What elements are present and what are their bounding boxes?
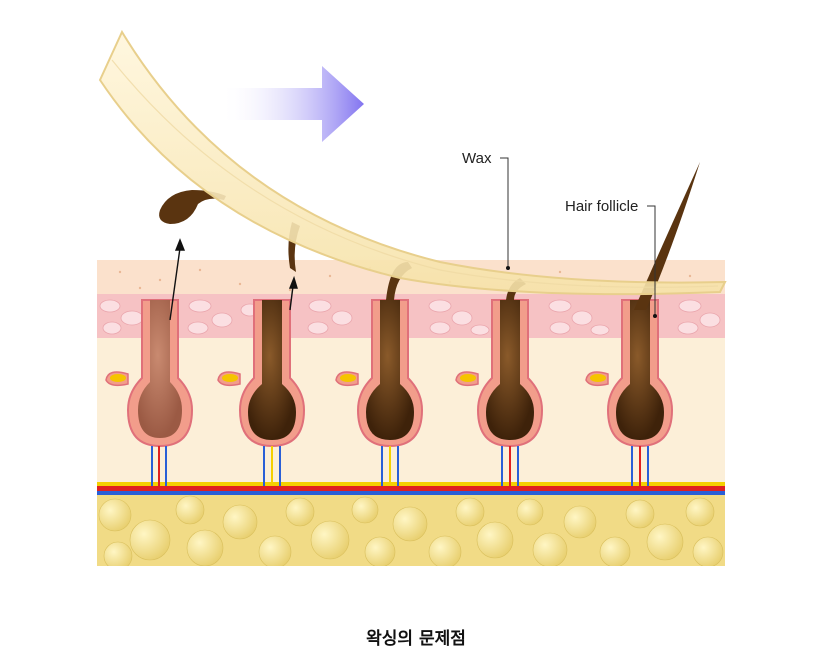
pull-direction-arrow — [220, 66, 364, 142]
follicle-5 — [585, 162, 700, 486]
follicle-1-empty — [105, 299, 194, 486]
fat-cells — [98, 495, 724, 566]
wax-label: Wax — [462, 150, 492, 167]
hair-follicle-label-group: Hair follicle — [565, 198, 657, 318]
pull-arrows — [169, 238, 298, 321]
wax-label-group: Wax — [462, 150, 510, 270]
follicle-3 — [335, 262, 424, 486]
blood-vessels — [97, 482, 725, 495]
pulled-hair-1 — [159, 190, 226, 224]
figure-caption: 왁싱의 문제점 — [366, 629, 466, 649]
hair-follicle-label: Hair follicle — [565, 198, 638, 215]
follicle-2-empty — [217, 299, 306, 486]
follicle-4 — [455, 278, 544, 486]
wax-strip — [98, 29, 727, 296]
